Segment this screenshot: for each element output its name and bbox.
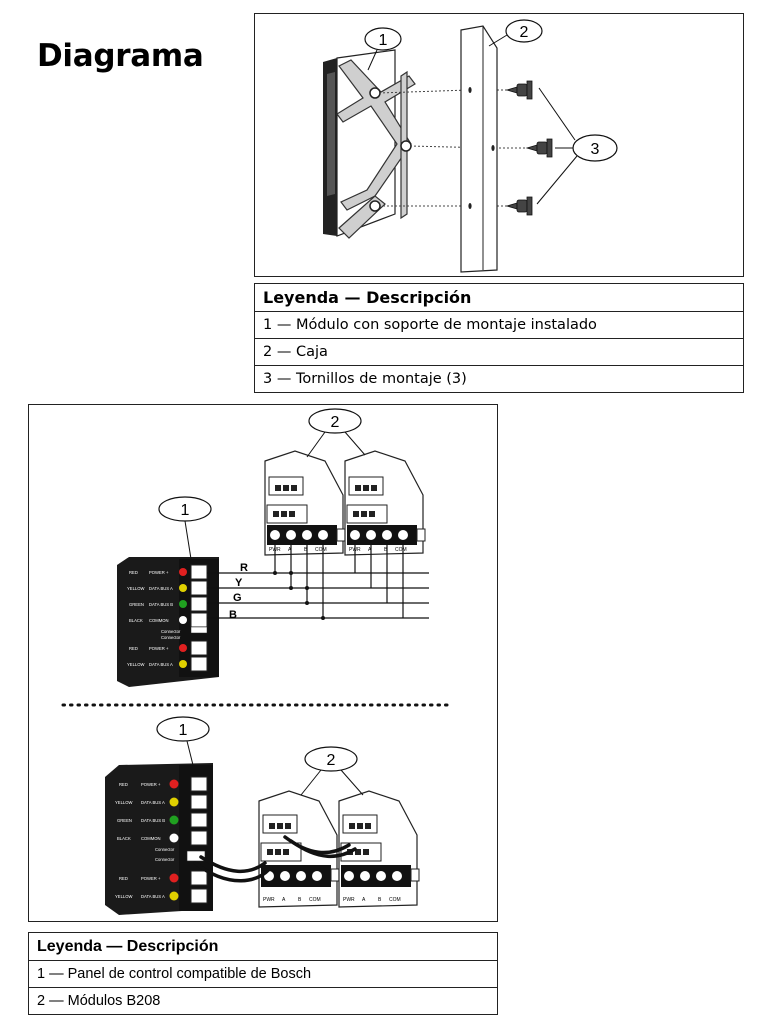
- control-panel-bottom: RED POWER + YELLOW DATA BUS A GREEN DATA…: [105, 763, 213, 915]
- svg-text:GREEN: GREEN: [129, 602, 144, 607]
- svg-text:Y: Y: [235, 577, 243, 589]
- svg-text:DATA BUS A: DATA BUS A: [141, 800, 165, 805]
- svg-text:POWER +: POWER +: [149, 570, 169, 575]
- page-title: Diagrama: [37, 38, 204, 74]
- svg-text:GREEN: GREEN: [117, 818, 132, 823]
- legend-table-2: Leyenda — Descripción 1 — Panel de contr…: [28, 932, 498, 1015]
- svg-text:RED: RED: [119, 782, 128, 787]
- svg-text:Connector: Connector: [161, 629, 181, 634]
- wire-junctions: [273, 571, 325, 620]
- wiring-figure: PWR A B COM PWR A B COM: [28, 404, 498, 922]
- svg-text:RED: RED: [119, 876, 128, 881]
- b208-module-bottom-left: PWR A B COM: [258, 790, 340, 908]
- svg-text:1: 1: [181, 502, 190, 519]
- svg-text:3: 3: [591, 141, 600, 158]
- svg-text:YELLOW: YELLOW: [115, 894, 133, 899]
- panel-terminals-top: [190, 564, 208, 672]
- legend-row: 1 — Panel de control compatible de Bosch: [28, 960, 498, 988]
- b208-module-top-left: PWR A B COM: [264, 450, 346, 556]
- callout-2-top: 2: [306, 408, 366, 458]
- callout-2: 2: [488, 19, 543, 47]
- callout-3: 3: [536, 87, 618, 205]
- svg-text:A: A: [282, 897, 286, 903]
- legend-header: Leyenda — Descripción: [254, 283, 744, 312]
- callout-1-bottom: 1: [156, 716, 210, 766]
- b208-module-bottom-right: PWR A B COM: [338, 790, 420, 908]
- bracket-holes: [369, 87, 412, 212]
- svg-text:A: A: [288, 547, 292, 553]
- svg-text:RED: RED: [129, 570, 138, 575]
- b208-module-top-right: PWR A B COM: [344, 450, 426, 556]
- svg-text:PWR: PWR: [263, 897, 275, 903]
- svg-text:A: A: [368, 547, 372, 553]
- wiring-diagram: PWR A B COM PWR A B COM: [61, 408, 451, 915]
- svg-text:B: B: [384, 547, 388, 553]
- svg-text:COM: COM: [395, 547, 407, 553]
- callout-1-top: 1: [158, 496, 212, 560]
- control-panel-top: RED POWER + YELLOW DATA BUS A GREEN DATA…: [117, 557, 219, 687]
- svg-text:Connector: Connector: [155, 847, 175, 852]
- svg-text:2: 2: [331, 414, 340, 431]
- svg-text:YELLOW: YELLOW: [127, 662, 145, 667]
- svg-text:DATA BUS A: DATA BUS A: [149, 586, 173, 591]
- svg-text:DATA BUS B: DATA BUS B: [141, 818, 165, 823]
- svg-text:YELLOW: YELLOW: [127, 586, 145, 591]
- svg-text:G: G: [233, 592, 242, 604]
- connector-cables: [193, 835, 357, 883]
- legend-row: 3 — Tornillos de montaje (3): [254, 365, 744, 393]
- svg-text:B: B: [298, 897, 302, 903]
- legend-row: 2 — Caja: [254, 338, 744, 366]
- screw-bottom: [505, 196, 533, 216]
- svg-text:COMMON: COMMON: [149, 618, 169, 623]
- svg-text:PWR: PWR: [343, 897, 355, 903]
- svg-text:Connector: Connector: [155, 857, 175, 862]
- svg-text:2: 2: [520, 24, 529, 41]
- svg-text:BLACK: BLACK: [129, 618, 143, 623]
- enclosure-wall: [460, 25, 498, 273]
- svg-text:RED: RED: [129, 646, 138, 651]
- svg-text:B: B: [378, 897, 382, 903]
- svg-text:A: A: [362, 897, 366, 903]
- callout-1: 1: [364, 27, 402, 71]
- svg-text:1: 1: [179, 722, 188, 739]
- legend-table-1: Leyenda — Descripción 1 — Módulo con sop…: [254, 283, 744, 393]
- svg-text:DATA BUS B: DATA BUS B: [149, 602, 173, 607]
- svg-text:POWER +: POWER +: [141, 876, 161, 881]
- mounting-screws: [505, 80, 553, 216]
- mounting-figure: 1 2 3: [254, 13, 744, 277]
- svg-text:COM: COM: [309, 897, 321, 903]
- svg-text:Connector: Connector: [161, 635, 181, 640]
- svg-text:BLACK: BLACK: [117, 836, 131, 841]
- svg-text:1: 1: [379, 32, 388, 49]
- svg-text:DATA BUS A: DATA BUS A: [141, 894, 165, 899]
- svg-text:YELLOW: YELLOW: [115, 800, 133, 805]
- wire-labels: R Y G B: [229, 562, 248, 621]
- svg-text:POWER +: POWER +: [149, 646, 169, 651]
- callout-2-bottom: 2: [300, 746, 364, 796]
- svg-text:POWER +: POWER +: [141, 782, 161, 787]
- screw-middle: [525, 138, 553, 158]
- svg-text:COM: COM: [389, 897, 401, 903]
- svg-text:R: R: [240, 562, 248, 574]
- screw-top: [505, 80, 533, 100]
- legend-row: 1 — Módulo con soporte de montaje instal…: [254, 311, 744, 339]
- svg-text:B: B: [229, 609, 237, 621]
- svg-text:2: 2: [327, 752, 336, 769]
- legend-header: Leyenda — Descripción: [28, 932, 498, 961]
- svg-text:COMMON: COMMON: [141, 836, 161, 841]
- panel-leds-top: [179, 568, 187, 668]
- legend-row: 2 — Módulos B208: [28, 987, 498, 1015]
- svg-text:DATA BUS A: DATA BUS A: [149, 662, 173, 667]
- mounting-diagram: 1 2 3: [323, 19, 618, 273]
- svg-text:B: B: [304, 547, 308, 553]
- svg-text:COM: COM: [315, 547, 327, 553]
- bus-wires-top: [207, 540, 429, 619]
